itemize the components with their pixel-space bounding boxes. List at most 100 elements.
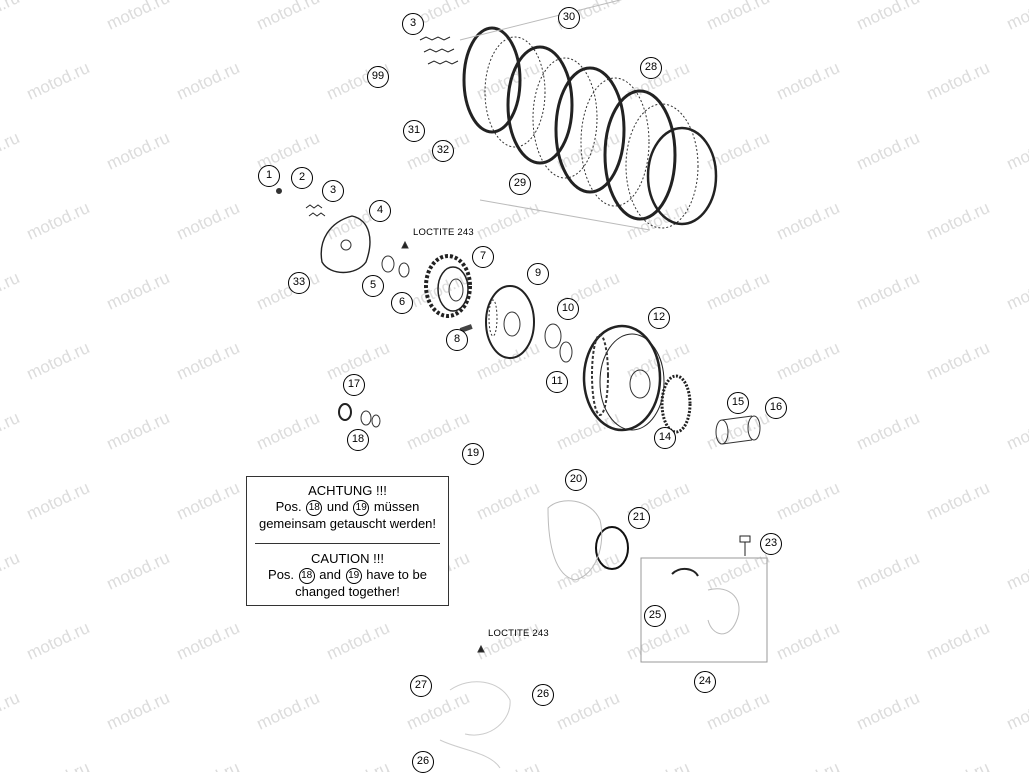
callout-23: 23	[760, 533, 782, 555]
notice-german: ACHTUNG !!! Pos. 18 und 19 müssen gemein…	[247, 483, 448, 532]
callout-21: 21	[628, 507, 650, 529]
watermark-text: motod.ru	[104, 0, 173, 34]
watermark-text: motod.ru	[704, 268, 773, 314]
watermark-text: motod.ru	[774, 618, 843, 664]
callout-24: 24	[694, 671, 716, 693]
watermark-text: motod.ru	[254, 688, 323, 734]
callout-33: 33	[288, 272, 310, 294]
watermark-text: motod.ru	[854, 408, 923, 454]
watermark-text: motod.ru	[474, 338, 543, 384]
watermark-text: motod.ru	[774, 198, 843, 244]
o-ring	[595, 526, 629, 570]
watermark-text: motod.ru	[324, 618, 393, 664]
watermark-text: motod.ru	[174, 58, 243, 104]
watermark-text: motod.ru	[1004, 0, 1029, 34]
notice-line-de-2: gemeinsam getauscht werden!	[258, 515, 437, 531]
watermark-text: motod.ru	[924, 758, 993, 772]
callout-7: 7	[472, 246, 494, 268]
watermark-text: motod.ru	[554, 408, 623, 454]
callout-17: 17	[343, 374, 365, 396]
callout-10: 10	[557, 298, 579, 320]
watermark-text: motod.ru	[1004, 128, 1029, 174]
watermark-text: motod.ru	[554, 688, 623, 734]
watermark-text: motod.ru	[774, 478, 843, 524]
watermark-text: motod.ru	[24, 58, 93, 104]
watermark-text: motod.ru	[104, 408, 173, 454]
position-ref: 18	[306, 499, 323, 516]
loctite-label: LOCTITE 243	[413, 227, 474, 238]
watermark-text: motod.ru	[704, 548, 773, 594]
callout-8: 8	[446, 329, 468, 351]
watermark-text: motod.ru	[924, 198, 993, 244]
callout-26: 26	[532, 684, 554, 706]
watermark-text: motod.ru	[104, 688, 173, 734]
watermark-text: motod.ru	[24, 478, 93, 524]
watermark-text: motod.ru	[0, 128, 22, 174]
notice-divider	[255, 543, 440, 544]
callout-32: 32	[432, 140, 454, 162]
watermark-text: motod.ru	[554, 548, 623, 594]
watermark-text: motod.ru	[0, 0, 22, 34]
watermark-text: motod.ru	[924, 58, 993, 104]
notice-title-en: CAUTION !!!	[311, 551, 384, 566]
watermark-text: motod.ru	[924, 338, 993, 384]
watermark-text: motod.ru	[704, 128, 773, 174]
callout-28: 28	[640, 57, 662, 79]
watermark-text: motod.ru	[1004, 688, 1029, 734]
watermark-text: motod.ru	[254, 408, 323, 454]
callout-20: 20	[565, 469, 587, 491]
primary-gear	[660, 374, 692, 434]
watermark-text: motod.ru	[324, 758, 393, 772]
watermark-text: motod.ru	[254, 0, 323, 34]
callout-99: 99	[367, 66, 389, 88]
watermark-text: motod.ru	[104, 548, 173, 594]
spring-set-left	[305, 204, 326, 217]
watermark-text: motod.ru	[854, 688, 923, 734]
spring-set-top	[419, 36, 459, 65]
callout-27: 27	[410, 675, 432, 697]
watermark-text: motod.ru	[174, 478, 243, 524]
callout-6: 6	[391, 292, 413, 314]
watermark-text: motod.ru	[24, 338, 93, 384]
watermark-text: motod.ru	[774, 758, 843, 772]
notice-line-en-1: Pos. 18 and 19 have to be	[268, 567, 427, 584]
callout-3: 3	[402, 13, 424, 35]
watermark-text: motod.ru	[1004, 408, 1029, 454]
watermark-text: motod.ru	[854, 128, 923, 174]
watermark-text: motod.ru	[404, 408, 473, 454]
notice-english: CAUTION !!! Pos. 18 and 19 have to be ch…	[247, 551, 448, 600]
callout-19: 19	[462, 443, 484, 465]
watermark-text: motod.ru	[1004, 548, 1029, 594]
parts-layer	[276, 0, 768, 769]
callout-15: 15	[727, 392, 749, 414]
watermark-text: motod.ru	[0, 688, 22, 734]
watermark-text: motod.ru	[854, 268, 923, 314]
watermark-text: motod.ru	[0, 268, 22, 314]
watermark-text: motod.ru	[774, 338, 843, 384]
callout-30: 30	[558, 7, 580, 29]
notice-box: ACHTUNG !!! Pos. 18 und 19 müssen gemein…	[246, 476, 449, 606]
watermark-text: motod.ru	[474, 478, 543, 524]
position-ref: 18	[298, 567, 315, 584]
watermark-text: motod.ru	[704, 408, 773, 454]
position-ref: 19	[345, 567, 362, 584]
watermark-text: motod.ru	[24, 758, 93, 772]
callout-18: 18	[347, 429, 369, 451]
watermark-text: motod.ru	[1004, 268, 1029, 314]
watermark-text: motod.ru	[0, 408, 22, 454]
watermark-text: motod.ru	[24, 618, 93, 664]
callout-31: 31	[403, 120, 425, 142]
watermark-text: motod.ru	[624, 758, 693, 772]
watermark-text: motod.ru	[704, 0, 773, 34]
watermark-text: motod.ru	[174, 338, 243, 384]
bolt	[739, 535, 751, 556]
watermark-text: motod.ru	[474, 618, 543, 664]
callout-12: 12	[648, 307, 670, 329]
clutch-disc-stack	[459, 0, 718, 231]
callout-14: 14	[654, 427, 676, 449]
watermark-text: motod.ru	[854, 548, 923, 594]
notice-line-en-2: changed together!	[295, 583, 400, 599]
callout-25: 25	[644, 605, 666, 627]
